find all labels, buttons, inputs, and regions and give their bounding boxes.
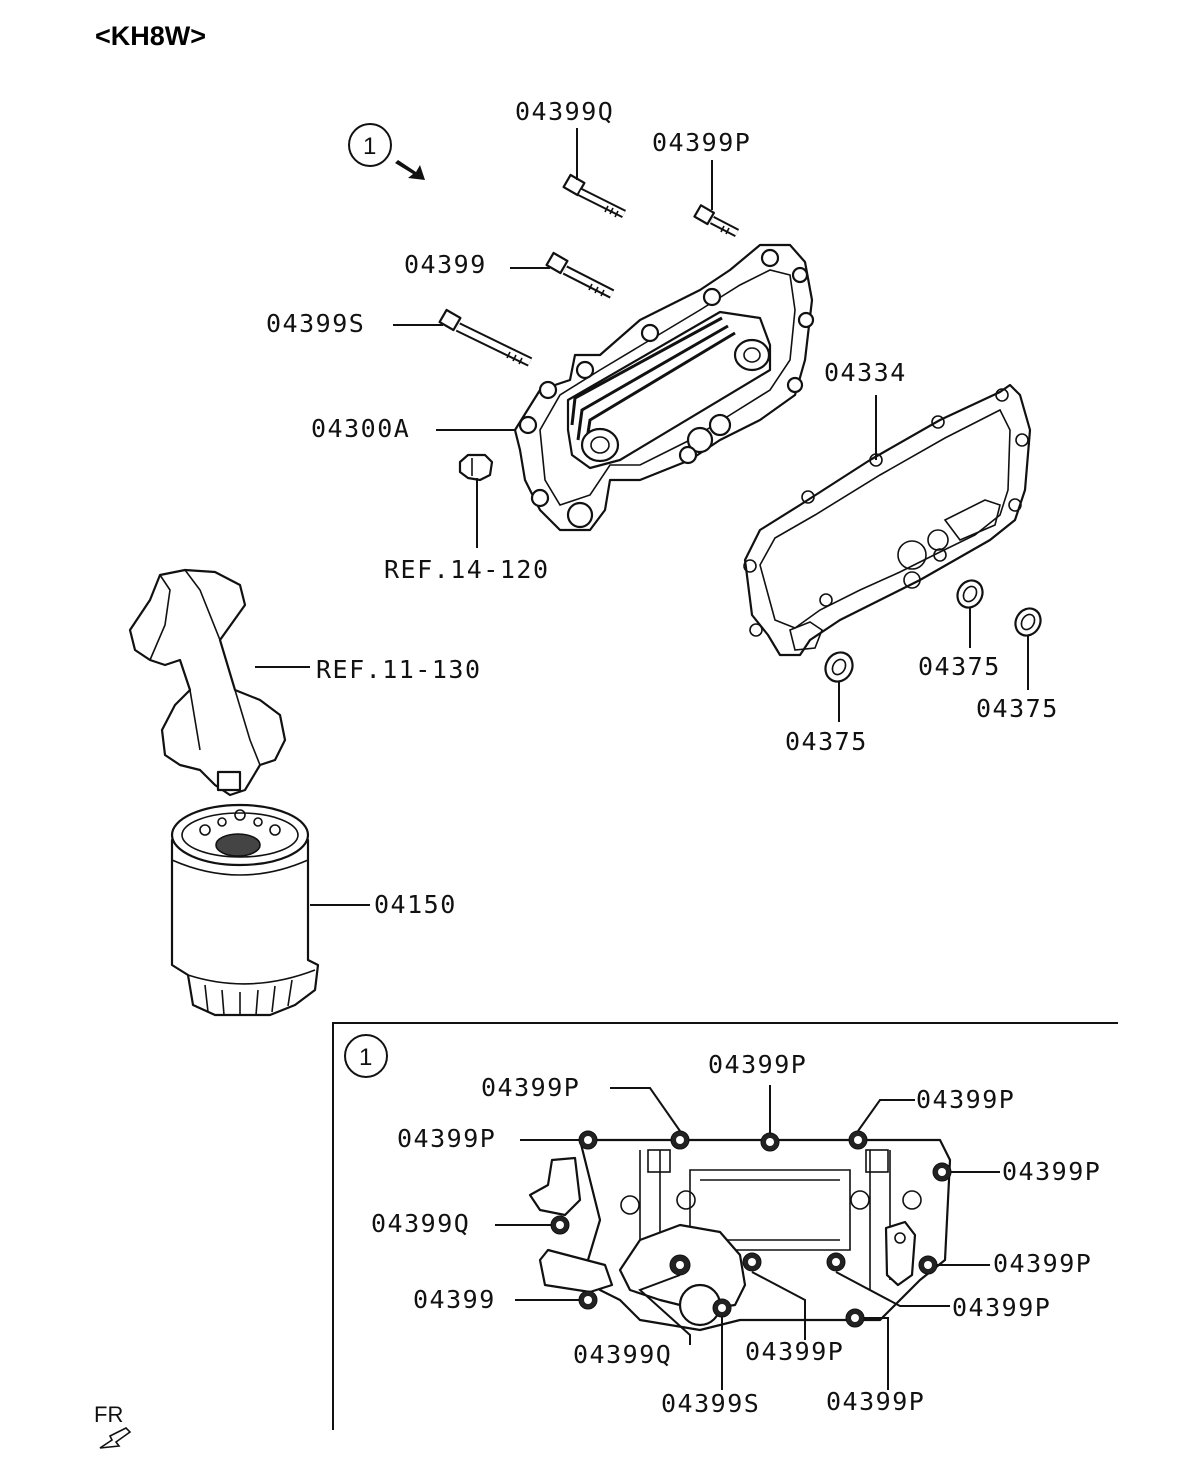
label-o-ring-04375-c[interactable]: 04375 <box>785 727 868 756</box>
detail-label-top-right[interactable]: 04399P <box>916 1085 1015 1114</box>
o-ring-04375-b[interactable] <box>1011 604 1046 640</box>
bolt-04399S[interactable] <box>438 308 533 367</box>
oil-filter-04150[interactable] <box>170 803 320 1017</box>
detail-label-right-mid[interactable]: 04399P <box>993 1249 1092 1278</box>
bolt-04399Q[interactable] <box>562 173 627 219</box>
label-o-ring-04375-a[interactable]: 04375 <box>918 652 1001 681</box>
detail-callout-number: 1 <box>359 1044 372 1071</box>
label-ref-14-120[interactable]: REF.14-120 <box>384 555 550 584</box>
detail-label-right-upper[interactable]: 04399P <box>1002 1157 1101 1186</box>
detail-label-left-upper[interactable]: 04399P <box>397 1124 496 1153</box>
detail-view-frame: 1 <box>332 1022 1118 1430</box>
detail-label-bottom-s[interactable]: 04399S <box>661 1389 760 1418</box>
model-code-title: <KH8W> <box>95 21 206 51</box>
front-direction-indicator: FR <box>94 1402 132 1449</box>
oil-cooler-04300A[interactable] <box>513 243 815 532</box>
gasket-04334[interactable] <box>743 383 1032 657</box>
bolt-04399P[interactable] <box>693 204 740 237</box>
label-bolt-04399P[interactable]: 04399P <box>652 128 751 157</box>
detail-leader-lines <box>495 1085 1000 1390</box>
bolt-04399[interactable] <box>545 251 615 299</box>
label-bolt-04399[interactable]: 04399 <box>404 250 487 279</box>
callout-number: 1 <box>363 133 376 160</box>
filter-bracket-ref-11-130[interactable] <box>128 568 287 797</box>
detail-oil-cooler <box>528 1138 952 1332</box>
label-gasket-04334[interactable]: 04334 <box>824 358 907 387</box>
detail-bolt-heads <box>550 1130 952 1328</box>
label-bolt-04399Q[interactable]: 04399Q <box>515 97 614 126</box>
detail-label-top-left[interactable]: 04399P <box>481 1073 580 1102</box>
detail-label-bottom-p1[interactable]: 04399P <box>745 1337 844 1366</box>
label-o-ring-04375-b[interactable]: 04375 <box>976 694 1059 723</box>
label-oil-filter-04150[interactable]: 04150 <box>374 890 457 919</box>
detail-label-bottom-p2[interactable]: 04399P <box>826 1387 925 1416</box>
detail-label-right-lower[interactable]: 04399P <box>952 1293 1051 1322</box>
fr-arrow-icon <box>99 1427 132 1449</box>
detail-label-top-center[interactable]: 04399P <box>708 1050 807 1079</box>
o-ring-04375-a[interactable] <box>953 576 988 612</box>
o-ring-04375-c[interactable] <box>820 648 858 687</box>
label-bolt-04399S[interactable]: 04399S <box>266 309 365 338</box>
detail-callout-marker[interactable]: 1 <box>348 123 425 180</box>
detail-label-left-bolt[interactable]: 04399 <box>413 1285 496 1314</box>
callout-arrow-icon <box>395 160 425 180</box>
ref-14-120-plug[interactable] <box>458 453 494 482</box>
detail-label-left-q[interactable]: 04399Q <box>371 1209 470 1238</box>
label-ref-11-130[interactable]: REF.11-130 <box>316 655 482 684</box>
detail-label-bottom-q[interactable]: 04399Q <box>573 1340 672 1369</box>
fr-label: FR <box>94 1402 123 1427</box>
label-oil-cooler-04300A[interactable]: 04300A <box>311 414 410 443</box>
